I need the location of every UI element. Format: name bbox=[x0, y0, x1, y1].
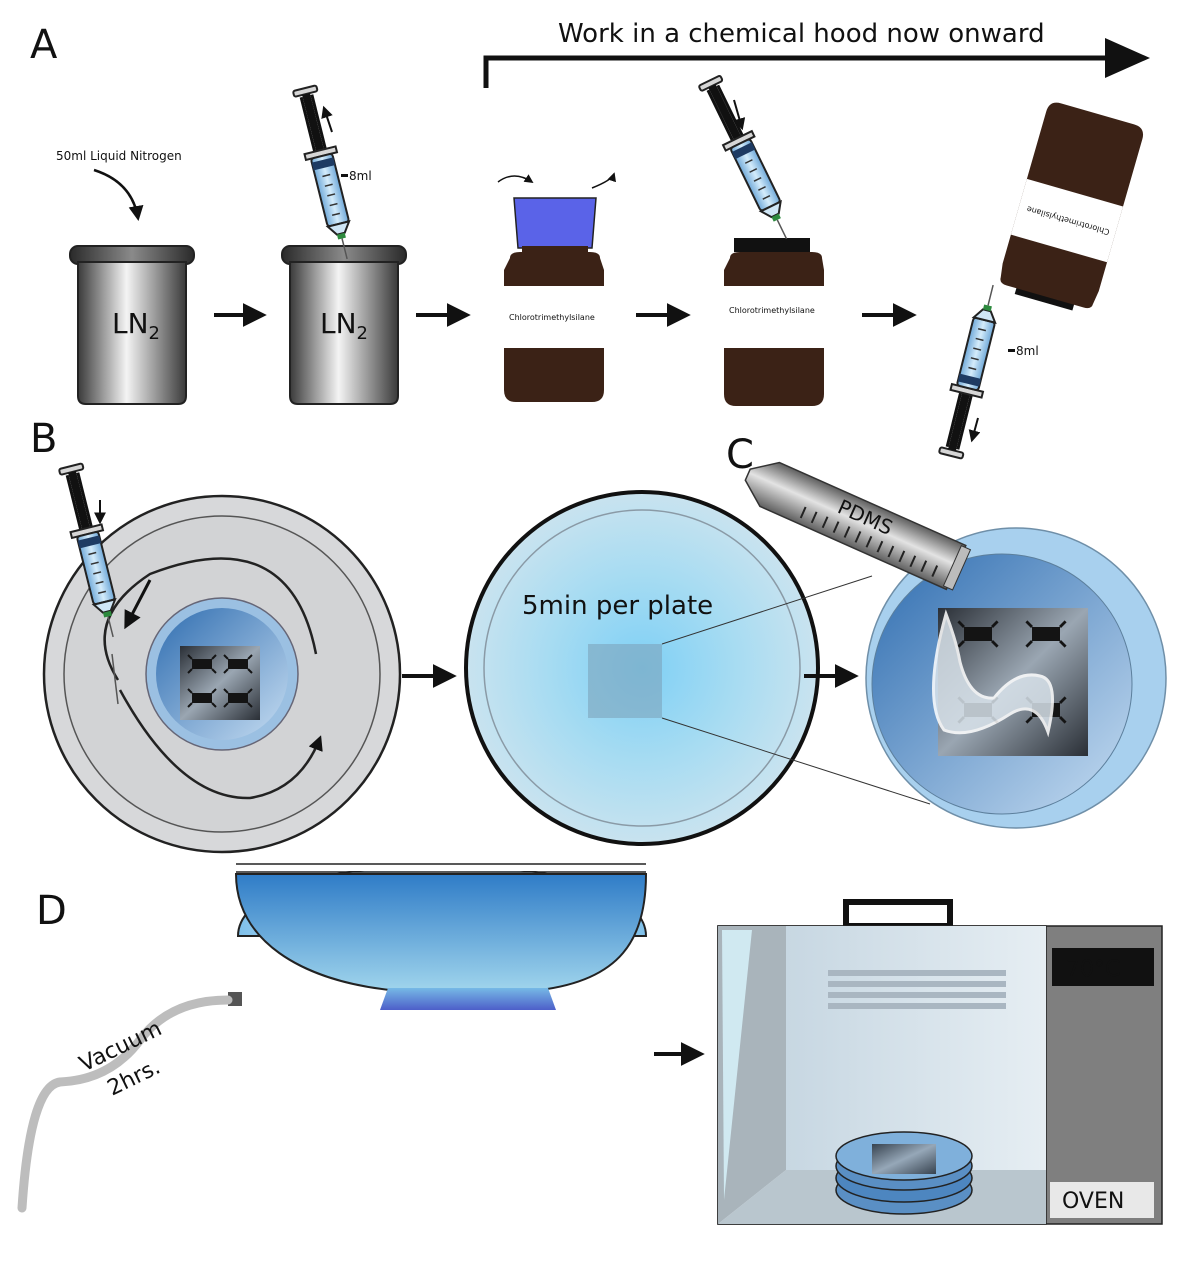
reagent-bottle-open: Chlorotrimethylsilane bbox=[693, 72, 824, 406]
liquid-nitrogen-note: 50ml Liquid Nitrogen bbox=[56, 149, 182, 163]
oven: 70°C OVEN bbox=[717, 899, 1163, 1225]
inverted-bottle: Chlorotrimethylsilane 8ml bbox=[934, 102, 1144, 461]
pdms-tube: PDMS bbox=[744, 461, 972, 591]
plasma-exposure-dish: 5min per plate bbox=[464, 490, 931, 846]
desiccator-dish bbox=[42, 461, 402, 854]
ln2-label: LN2 bbox=[112, 307, 160, 344]
volume-label-1: 8ml bbox=[349, 169, 372, 183]
ln2-dewar: LN2 bbox=[69, 245, 195, 405]
hood-bracket-arrow bbox=[483, 55, 1110, 88]
time-note: 5min per plate bbox=[522, 591, 713, 621]
bottle-label-1: Chlorotrimethylsilane bbox=[509, 313, 595, 322]
pour-arrow bbox=[93, 168, 144, 221]
temperature-display: 70°C bbox=[1066, 957, 1120, 982]
ln2-label-2: LN2 bbox=[320, 307, 368, 344]
panel-label-d: D bbox=[36, 888, 67, 934]
pdms-pour-dish bbox=[865, 527, 1167, 829]
oven-label: OVEN bbox=[1062, 1189, 1124, 1214]
syringe-withdraw bbox=[934, 280, 1010, 461]
hood-note: Work in a chemical hood now onward bbox=[558, 19, 1045, 49]
syringe-inject bbox=[693, 72, 802, 247]
volume-label-2: 8ml bbox=[1016, 344, 1039, 358]
bottle-label-2: Chlorotrimethylsilane bbox=[729, 306, 815, 315]
hood-arrowhead bbox=[1105, 38, 1150, 78]
vacuum-desiccator: Vacuum 2hrs. bbox=[17, 863, 648, 1213]
reagent-bottle-capped: Chlorotrimethylsilane bbox=[497, 172, 616, 402]
panel-label-a: A bbox=[30, 22, 58, 68]
ln2-dewar-with-syringe: LN2 8ml bbox=[281, 83, 407, 405]
panel-label-b: B bbox=[30, 416, 57, 462]
